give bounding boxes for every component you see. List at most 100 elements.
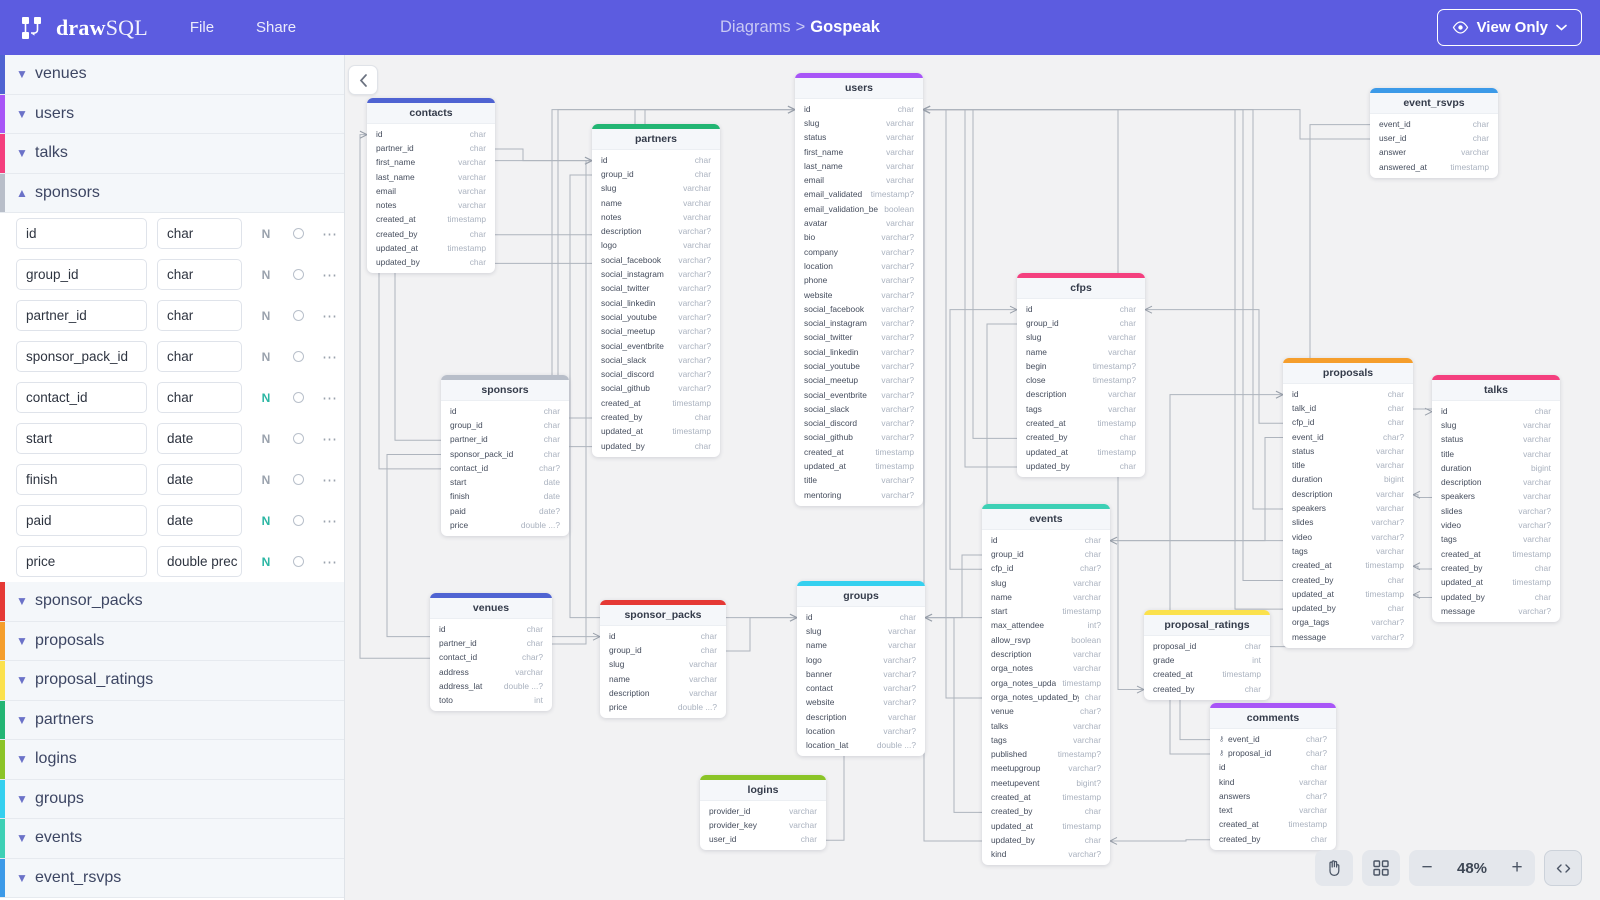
field-nullable-toggle[interactable]: N <box>261 267 271 282</box>
field-name-input[interactable]: group_id <box>16 259 147 290</box>
breadcrumb-root[interactable]: Diagrams <box>720 18 791 36</box>
zoom-out-button[interactable]: − <box>1421 857 1433 878</box>
field-primary-key-radio[interactable] <box>293 392 304 403</box>
field-nullable-toggle[interactable]: N <box>261 349 271 364</box>
field-name-input[interactable]: finish <box>16 464 147 495</box>
sidebar-table-sponsor_packs[interactable]: ▼sponsor_packs <box>0 582 344 622</box>
field-name-input[interactable]: paid <box>16 505 147 536</box>
field-type-input[interactable]: date <box>157 464 242 495</box>
field-more-options-button[interactable]: ⋯ <box>322 553 338 571</box>
field-name-input[interactable]: price <box>16 546 147 577</box>
field-type-input[interactable]: char <box>157 300 242 331</box>
field-type-input[interactable]: date <box>157 505 242 536</box>
field-type-input[interactable]: char <box>157 259 242 290</box>
field-nullable-toggle[interactable]: N <box>261 226 271 241</box>
field-nullable-toggle[interactable]: N <box>261 554 271 569</box>
view-only-button[interactable]: View Only <box>1436 9 1582 46</box>
grid-layout-button[interactable] <box>1362 850 1400 886</box>
field-nullable-toggle[interactable]: N <box>261 308 271 323</box>
field-more-options-button[interactable]: ⋯ <box>322 307 338 325</box>
sidebar-table-proposals[interactable]: ▼proposals <box>0 621 344 661</box>
sidebar-table-venues[interactable]: ▼venues <box>0 55 344 95</box>
sidebar-table-groups[interactable]: ▼groups <box>0 779 344 819</box>
field-type-input[interactable]: char <box>157 218 242 249</box>
field-more-options-button[interactable]: ⋯ <box>322 512 338 530</box>
zoom-level-label[interactable]: 48% <box>1456 859 1488 877</box>
sidebar-table-talks[interactable]: ▼talks <box>0 134 344 174</box>
sidebar-table-partners[interactable]: ▼partners <box>0 700 344 740</box>
field-more-options-button[interactable]: ⋯ <box>322 348 338 366</box>
